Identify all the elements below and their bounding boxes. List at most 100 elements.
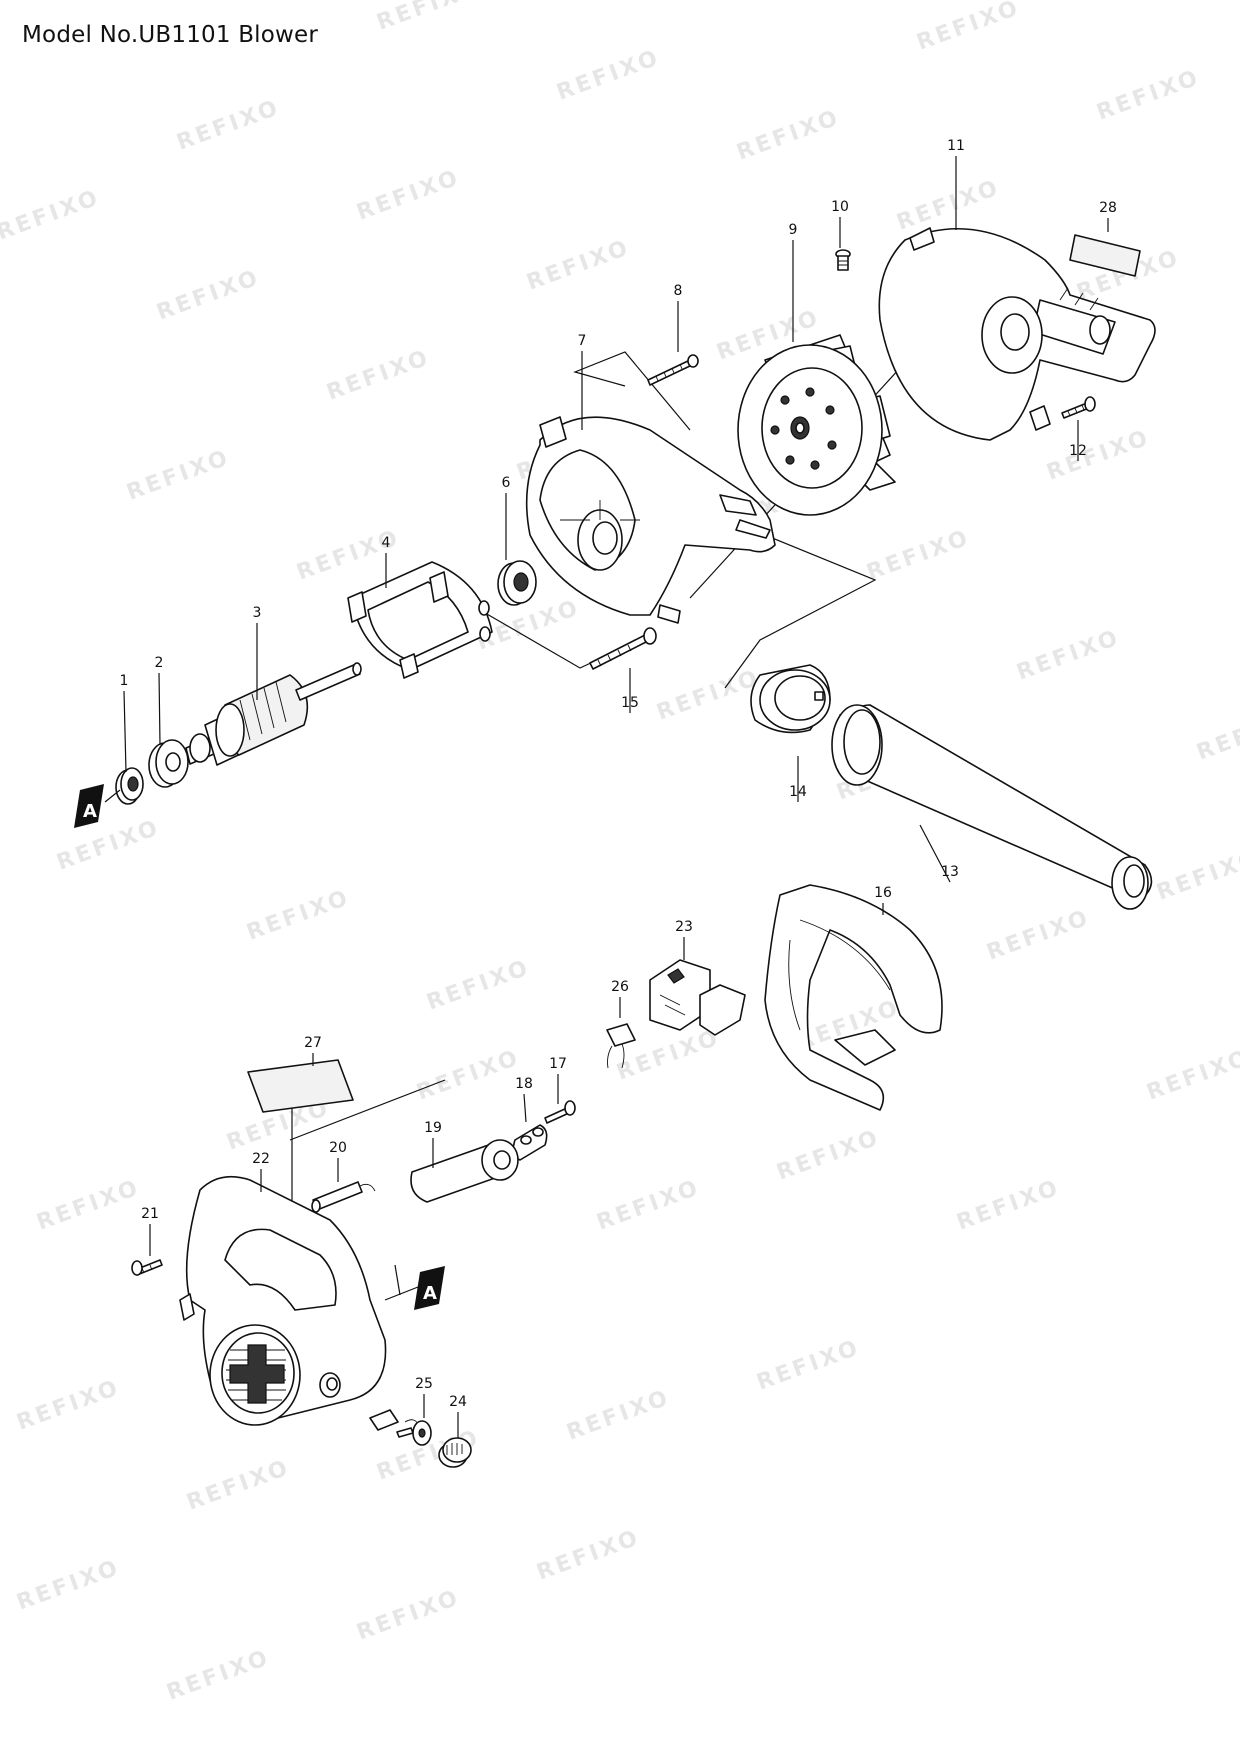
watermark-text: REFIXO xyxy=(1154,845,1240,905)
part-15-screw xyxy=(589,627,657,670)
part-number-9: 9 xyxy=(789,222,798,238)
watermark-text: REFIXO xyxy=(894,175,1004,235)
watermark-text: REFIXO xyxy=(654,665,764,725)
part-number-18: 18 xyxy=(515,1076,533,1092)
watermark-text: REFIXO xyxy=(14,1375,124,1435)
part-number-19: 19 xyxy=(424,1120,442,1136)
part-number-15: 15 xyxy=(621,695,639,711)
leader-line-13 xyxy=(919,824,951,883)
part-number-14: 14 xyxy=(789,784,807,800)
part-number-16: 16 xyxy=(874,885,892,901)
part-25-carbon-brush xyxy=(369,1409,432,1446)
part-26-capacitor xyxy=(606,1023,636,1069)
part-number-25: 25 xyxy=(415,1376,433,1392)
part-10-screw xyxy=(835,249,851,271)
watermark-text: REFIXO xyxy=(1014,625,1124,685)
part-18-clamp xyxy=(512,1124,548,1161)
watermark-text: REFIXO xyxy=(754,1335,864,1395)
part-number-27: 27 xyxy=(304,1035,322,1051)
watermark-text: REFIXO xyxy=(1194,705,1240,765)
leader-line-2 xyxy=(158,672,161,746)
part-number-21: 21 xyxy=(141,1206,159,1222)
part-1-bearing xyxy=(115,767,144,805)
ref-marker-a-left: A xyxy=(74,784,104,828)
part-number-12: 12 xyxy=(1069,443,1087,459)
part-6-bearing xyxy=(497,560,537,606)
watermark-text: REFIXO xyxy=(244,885,354,945)
watermark-text: REFIXO xyxy=(374,0,484,36)
part-number-17: 17 xyxy=(549,1056,567,1072)
watermark-text: REFIXO xyxy=(324,345,434,405)
svg-text:A: A xyxy=(423,1283,437,1304)
part-4-field xyxy=(347,561,493,679)
watermark-text: REFIXO xyxy=(734,105,844,165)
part-number-4: 4 xyxy=(382,535,391,551)
leader-line-18 xyxy=(523,1093,527,1123)
part-14-ring xyxy=(750,664,831,734)
watermark-text: REFIXO xyxy=(1094,65,1204,125)
watermark-text: REFIXO xyxy=(354,1585,464,1645)
watermark-text: REFIXO xyxy=(594,1175,704,1235)
part-17-screw xyxy=(544,1100,576,1124)
part-number-8: 8 xyxy=(674,283,683,299)
part-19-cord-guard xyxy=(410,1139,519,1203)
part-number-26: 26 xyxy=(611,979,629,995)
watermark-text: REFIXO xyxy=(1144,1045,1240,1105)
watermark-text: REFIXO xyxy=(564,1385,674,1445)
part-number-22: 22 xyxy=(252,1151,270,1167)
watermark-text: REFIXO xyxy=(954,1175,1064,1235)
part-8-screw xyxy=(647,354,699,386)
part-number-6: 6 xyxy=(502,475,511,491)
part-number-2: 2 xyxy=(155,655,164,671)
part-number-3: 3 xyxy=(253,605,262,621)
watermark-text: REFIXO xyxy=(984,905,1094,965)
watermark-text: REFIXO xyxy=(1044,425,1154,485)
part-13-nozzle xyxy=(831,704,1153,910)
part-number-13: 13 xyxy=(941,864,959,880)
watermark-text: REFIXO xyxy=(414,1045,524,1105)
part-24-brush-cap xyxy=(438,1437,472,1468)
watermark-text: REFIXO xyxy=(0,185,104,245)
part-20-sleeve xyxy=(311,1181,376,1213)
watermark-text: REFIXO xyxy=(154,265,264,325)
part-28-label xyxy=(1069,234,1141,277)
part-12-screw xyxy=(1061,396,1096,419)
watermark-text: REFIXO xyxy=(124,445,234,505)
watermark-text: REFIXO xyxy=(554,45,664,105)
watermark-text: REFIXO xyxy=(174,95,284,155)
watermark-text: REFIXO xyxy=(424,955,534,1015)
part-number-11: 11 xyxy=(947,138,965,154)
watermark-text: REFIXO xyxy=(354,165,464,225)
part-22-motor-housing xyxy=(179,1175,387,1426)
watermark-text: REFIXO xyxy=(164,1645,274,1705)
part-number-7: 7 xyxy=(578,333,587,349)
part-3-armature xyxy=(185,662,362,766)
watermark-text: REFIXO xyxy=(34,1175,144,1235)
part-number-24: 24 xyxy=(449,1394,467,1410)
part-number-10: 10 xyxy=(831,199,849,215)
callouts: 1234678910111213141516171819202122232425… xyxy=(120,138,1117,1438)
watermark-text: REFIXO xyxy=(774,1125,884,1185)
part-number-20: 20 xyxy=(329,1140,347,1156)
watermark-text: REFIXO xyxy=(14,1555,124,1615)
part-9-fan xyxy=(737,334,896,516)
part-23-switch xyxy=(649,959,746,1036)
watermark-text: REFIXO xyxy=(54,815,164,875)
part-number-28: 28 xyxy=(1099,200,1117,216)
part-11-fan-cover xyxy=(878,227,1156,441)
diagram-title: Model No.UB1101 Blower xyxy=(22,22,319,48)
part-16-handle-cover xyxy=(764,884,943,1111)
watermark-text: REFIXO xyxy=(914,0,1024,56)
ref-marker-a-right: A xyxy=(414,1266,445,1310)
watermark-text: REFIXO xyxy=(524,235,634,295)
part-2-washer xyxy=(148,739,189,788)
part-21-screw xyxy=(131,1259,163,1276)
leader-line-1 xyxy=(123,690,127,773)
svg-text:A: A xyxy=(83,801,97,822)
part-27-label xyxy=(247,1059,354,1113)
part-7-fan-housing xyxy=(525,416,776,624)
watermark-text: REFIXO xyxy=(864,525,974,585)
watermark-text: REFIXO xyxy=(184,1455,294,1515)
watermark-text: REFIXO xyxy=(534,1525,644,1585)
